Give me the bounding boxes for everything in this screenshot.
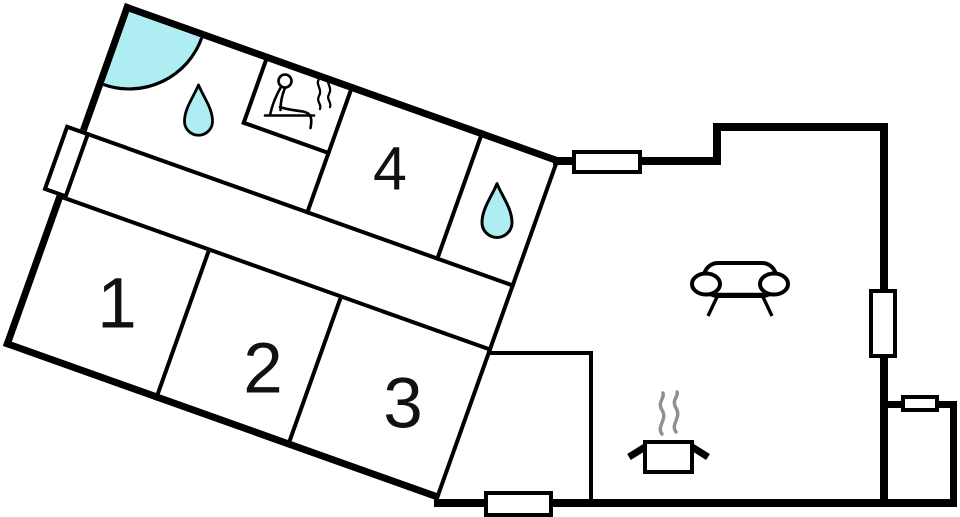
entrance-hall-wall-top (487, 351, 593, 355)
window-bottom (484, 491, 553, 517)
entrance-hall (470, 358, 586, 496)
tilted-wing (2, 3, 561, 501)
window-annex (901, 395, 939, 412)
entrance-hall-wall-right (589, 351, 593, 503)
bedroom-4-label: 4 (373, 134, 407, 203)
annex-room (890, 410, 948, 497)
water-drop-icon (183, 83, 214, 137)
main-exterior-wall-bottom (434, 499, 957, 507)
window-top (572, 150, 642, 174)
bedroom-2-label: 2 (243, 329, 283, 409)
annex-wall-right (950, 401, 957, 507)
bedroom-3-label: 3 (383, 364, 423, 444)
cooking-pot-icon (627, 390, 710, 474)
water-drop-icon (480, 182, 514, 239)
bedroom-1-label: 1 (97, 264, 137, 344)
shower-corner-icon (102, 11, 204, 91)
sofa-icon (690, 261, 790, 317)
window-right (869, 289, 897, 358)
main-exterior-wall-top (713, 123, 888, 131)
main-exterior-wall-notch (713, 123, 721, 165)
sauna-person-icon (263, 73, 332, 130)
